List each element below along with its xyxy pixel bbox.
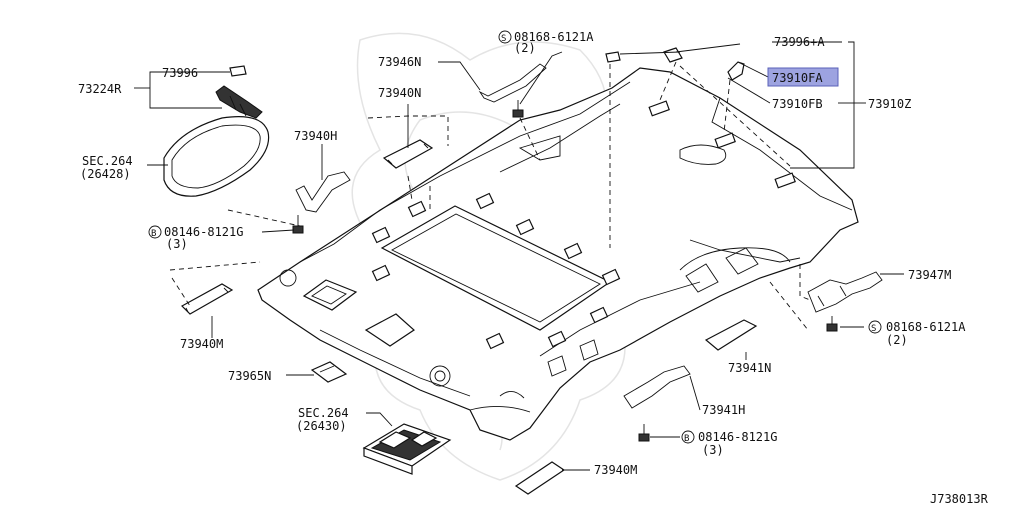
svg-text:B: B (151, 229, 156, 239)
label-73996A: 73996+A (774, 35, 825, 49)
clip-73224R (215, 85, 263, 119)
diagram-code: J738013R (930, 492, 989, 506)
label-08168-top-qty: (2) (514, 41, 536, 55)
highlight-73910FA (767, 67, 839, 87)
label-73940H: 73940H (294, 129, 337, 143)
label-sec264-a: SEC.264 (82, 154, 133, 168)
clip-73910FA (727, 61, 745, 81)
grip-73940M-bottom (514, 461, 566, 495)
label-08146-bottom: 08146-8121G (698, 430, 777, 444)
bolt-symbol-b-bottom: B (681, 430, 695, 444)
bracket-73947M (807, 271, 883, 313)
label-08168-top: 08168-6121A (514, 30, 594, 44)
label-08146-bottom-qty: (3) (702, 443, 724, 457)
label-73941H: 73941H (702, 403, 745, 417)
label-sec264-a-ref: (26428) (80, 167, 131, 181)
map-lamp-26430 (362, 423, 452, 475)
bolt-08168-right (826, 316, 838, 332)
svg-text:S: S (871, 324, 876, 334)
clip-73996A-b (663, 47, 683, 63)
label-73940N: 73940N (378, 86, 421, 100)
frame-26428 (163, 116, 270, 197)
label-73910Z: 73910Z (868, 97, 911, 111)
bracket-73941H (623, 365, 691, 409)
cover-73965N (310, 361, 348, 383)
label-sec264-b-ref: (26430) (296, 419, 347, 433)
bolt-symbol-b-left: B (148, 225, 162, 239)
label-08146-left: 08146-8121G (164, 225, 243, 239)
svg-text:B: B (684, 434, 689, 444)
label-73910FA: 73910FA (772, 71, 823, 85)
bolt-symbol-s-top: S (498, 30, 512, 44)
bolt-08168-top (512, 100, 524, 118)
label-sec264-b: SEC.264 (298, 406, 349, 420)
label-73996: 73996 (162, 66, 198, 80)
bracket-73940H (295, 171, 351, 213)
svg-text:S: S (501, 34, 506, 44)
label-73910FB: 73910FB (772, 97, 823, 111)
label-73941N: 73941N (728, 361, 771, 375)
headliner-panel (257, 67, 859, 441)
label-73940M-bottom: 73940M (594, 463, 637, 477)
label-08146-left-qty: (3) (166, 237, 188, 251)
label-73947M: 73947M (908, 268, 951, 282)
leader-lines (134, 41, 904, 471)
clip-73996 (229, 65, 247, 77)
bolt-08146-left (292, 215, 304, 234)
grip-73941N (704, 319, 758, 351)
label-08168-right-qty: (2) (886, 333, 908, 347)
clip-73996A-a (605, 51, 621, 63)
label-73224R: 73224R (78, 82, 122, 96)
part-labels: 73996 73224R 73946N 73940N 73940H SEC.26… (78, 30, 989, 506)
bolt-08146-bottom (638, 424, 650, 442)
label-73965N: 73965N (228, 369, 271, 383)
bracket-73946N (478, 63, 547, 103)
label-73946N: 73946N (378, 55, 421, 69)
label-73940M-left: 73940M (180, 337, 223, 351)
label-08168-right: 08168-6121A (886, 320, 966, 334)
bolt-symbol-s-right: S (868, 320, 882, 334)
